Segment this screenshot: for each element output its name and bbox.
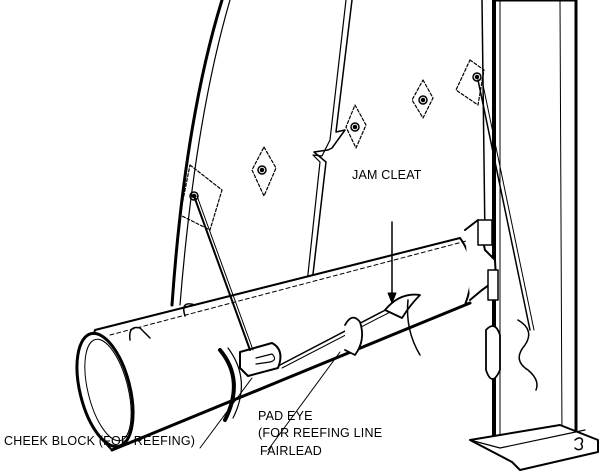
- pad-eye-leader: [267, 351, 341, 451]
- label-fairlead: FAIRLEAD: [260, 444, 323, 458]
- mast-cleat: [485, 325, 501, 380]
- label-pad-eye-purpose: (FOR REEFING LINE: [258, 426, 383, 440]
- sail-leech-inner: [179, 0, 231, 306]
- sail-leech: [170, 0, 224, 307]
- sail-luff: [481, 0, 486, 241]
- cleat-tail: [406, 299, 421, 356]
- reinforcing-patch-2: [251, 146, 277, 197]
- cheek-block: [239, 342, 282, 377]
- mast-step-bolt: [574, 437, 584, 451]
- boom-band: [218, 348, 236, 422]
- jam-cleat: [384, 293, 421, 319]
- halyard-coil: [517, 319, 538, 391]
- cheek-block-leader: [199, 377, 253, 449]
- reinforcing-patch-1: [179, 164, 223, 231]
- reinforcing-patch-5: [455, 59, 485, 106]
- boom-hook: [128, 326, 151, 341]
- boom-foot-dashed: [109, 239, 471, 336]
- reinforcing-patch-3: [345, 104, 367, 149]
- reefing-line-boom: [279, 304, 396, 366]
- reinforcing-patch-4: [411, 79, 434, 119]
- sail-seam-inner: [304, 0, 347, 303]
- mast-step: [469, 424, 599, 471]
- sail-seam: [309, 0, 353, 301]
- pad-eye: [344, 316, 364, 356]
- label-jam-cleat: JAM CLEAT: [352, 168, 422, 182]
- halyard: [477, 79, 531, 331]
- reefing-line: [193, 195, 251, 351]
- jam-cleat-arrow: [387, 292, 397, 304]
- label-pad-eye: PAD EYE: [258, 409, 313, 423]
- label-cheek-block: CHEEK BLOCK (FOR REEFING): [4, 434, 196, 448]
